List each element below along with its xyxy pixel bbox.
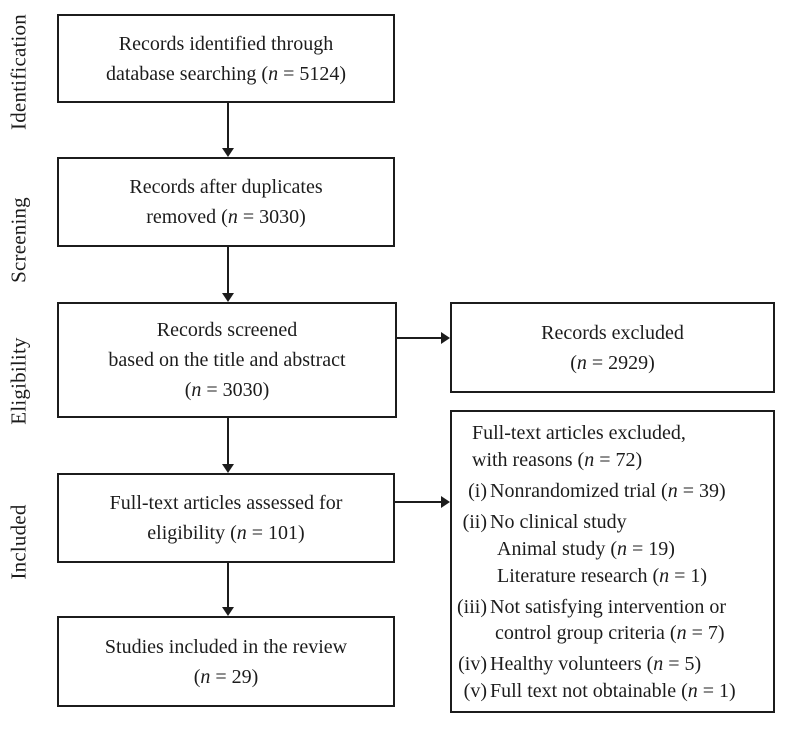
box-records-excluded: Records excluded (n = 2929) xyxy=(450,302,775,393)
box-text-line: Records after duplicates xyxy=(129,176,323,198)
arrow-shaft xyxy=(397,337,443,339)
reason-row: (ii) No clinical study xyxy=(457,509,771,536)
box-text-line: based on the title and abstract xyxy=(108,349,346,371)
reason-row: control group criteria (n = 7) xyxy=(457,620,771,647)
stage-label-identification: Identification xyxy=(6,14,31,130)
arrow-head-down-icon xyxy=(222,293,234,302)
arrow-down-fulltext-to-included xyxy=(221,563,235,616)
box-records-screened: Records screened based on the title and … xyxy=(57,302,397,418)
arrow-down-duplicates-to-screened xyxy=(221,247,235,302)
reason-text: control group criteria (n = 7) xyxy=(495,622,725,644)
reason-row: Literature research (n = 1) xyxy=(457,563,771,590)
reason-row: with reasons (n = 72) xyxy=(457,447,771,474)
arrow-head-down-icon xyxy=(222,148,234,157)
reason-text: Nonrandomized trial (n = 39) xyxy=(490,480,726,502)
reason-text: Literature research (n = 1) xyxy=(497,565,708,587)
reason-row: Animal study (n = 19) xyxy=(457,536,771,563)
reason-row: Full-text articles excluded, xyxy=(457,420,771,447)
reason-text: Animal study (n = 19) xyxy=(497,538,675,560)
arrow-head-right-icon xyxy=(441,496,450,508)
reason-text: with reasons (n = 72) xyxy=(472,449,643,471)
box-text-line: Records identified through xyxy=(118,32,334,55)
reason-text: Not satisfying intervention or xyxy=(490,596,727,618)
arrow-shaft xyxy=(227,103,229,150)
reason-marker: (i) xyxy=(468,480,487,502)
reason-text: Full text not obtainable (n = 1) xyxy=(490,680,736,702)
reason-marker xyxy=(457,620,487,647)
reason-row: (iv) Healthy volunteers (n = 5) xyxy=(457,651,771,678)
reason-row: (v) Full text not obtainable (n = 1) xyxy=(457,678,771,705)
box-text-line: (n = 3030) xyxy=(184,379,270,401)
arrow-shaft xyxy=(227,563,229,609)
reason-row: (iii) Not satisfying intervention or xyxy=(457,594,771,621)
arrow-head-down-icon xyxy=(222,607,234,616)
box-text-line: Records excluded xyxy=(541,321,684,344)
arrow-head-right-icon xyxy=(441,332,450,344)
reason-row: (i) Nonrandomized trial (n = 39) xyxy=(457,478,771,505)
box-duplicates-removed: Records after duplicates removed (n = 30… xyxy=(57,157,395,247)
box-text-line: removed (n = 3030) xyxy=(146,206,306,228)
box-studies-included: Studies included in the review (n = 29) xyxy=(57,616,395,707)
reason-marker: (iv) xyxy=(458,653,487,675)
reason-marker: (ii) xyxy=(462,511,487,533)
reason-text: Full-text articles excluded, xyxy=(472,422,686,444)
arrow-head-down-icon xyxy=(222,464,234,473)
stage-label-eligibility: Eligibility xyxy=(6,337,31,425)
reason-text: Healthy volunteers (n = 5) xyxy=(490,653,702,675)
arrow-down-identified-to-duplicates xyxy=(221,103,235,157)
reason-text: No clinical study xyxy=(490,511,627,533)
arrow-shaft xyxy=(227,418,229,466)
arrow-shaft xyxy=(395,501,443,503)
stage-label-included: Included xyxy=(6,504,31,580)
box-records-identified: Records identified through database sear… xyxy=(57,14,395,103)
arrow-right-fulltext-to-reasons xyxy=(395,495,450,509)
reason-marker xyxy=(457,563,487,590)
arrow-right-screened-to-excluded xyxy=(397,331,450,345)
box-text-line: database searching (n = 5124) xyxy=(105,62,347,85)
box-fulltext-excluded-reasons: Full-text articles excluded, with reason… xyxy=(450,410,775,713)
stage-label-screening: Screening xyxy=(6,197,31,283)
arrow-shaft xyxy=(227,247,229,295)
box-text-line: eligibility (n = 101) xyxy=(147,522,305,544)
box-text-line: Records screened xyxy=(156,319,298,341)
reason-marker: (v) xyxy=(463,680,487,702)
box-text-line: Studies included in the review xyxy=(104,635,348,658)
arrow-down-screened-to-fulltext xyxy=(221,418,235,473)
box-text-line: (n = 2929) xyxy=(570,351,655,374)
reason-marker xyxy=(457,536,487,563)
box-text-line: Full-text articles assessed for xyxy=(109,492,343,514)
reason-marker: (iii) xyxy=(457,596,487,618)
box-text-line: (n = 29) xyxy=(193,665,259,688)
box-fulltext-assessed: Full-text articles assessed for eligibil… xyxy=(57,473,395,563)
